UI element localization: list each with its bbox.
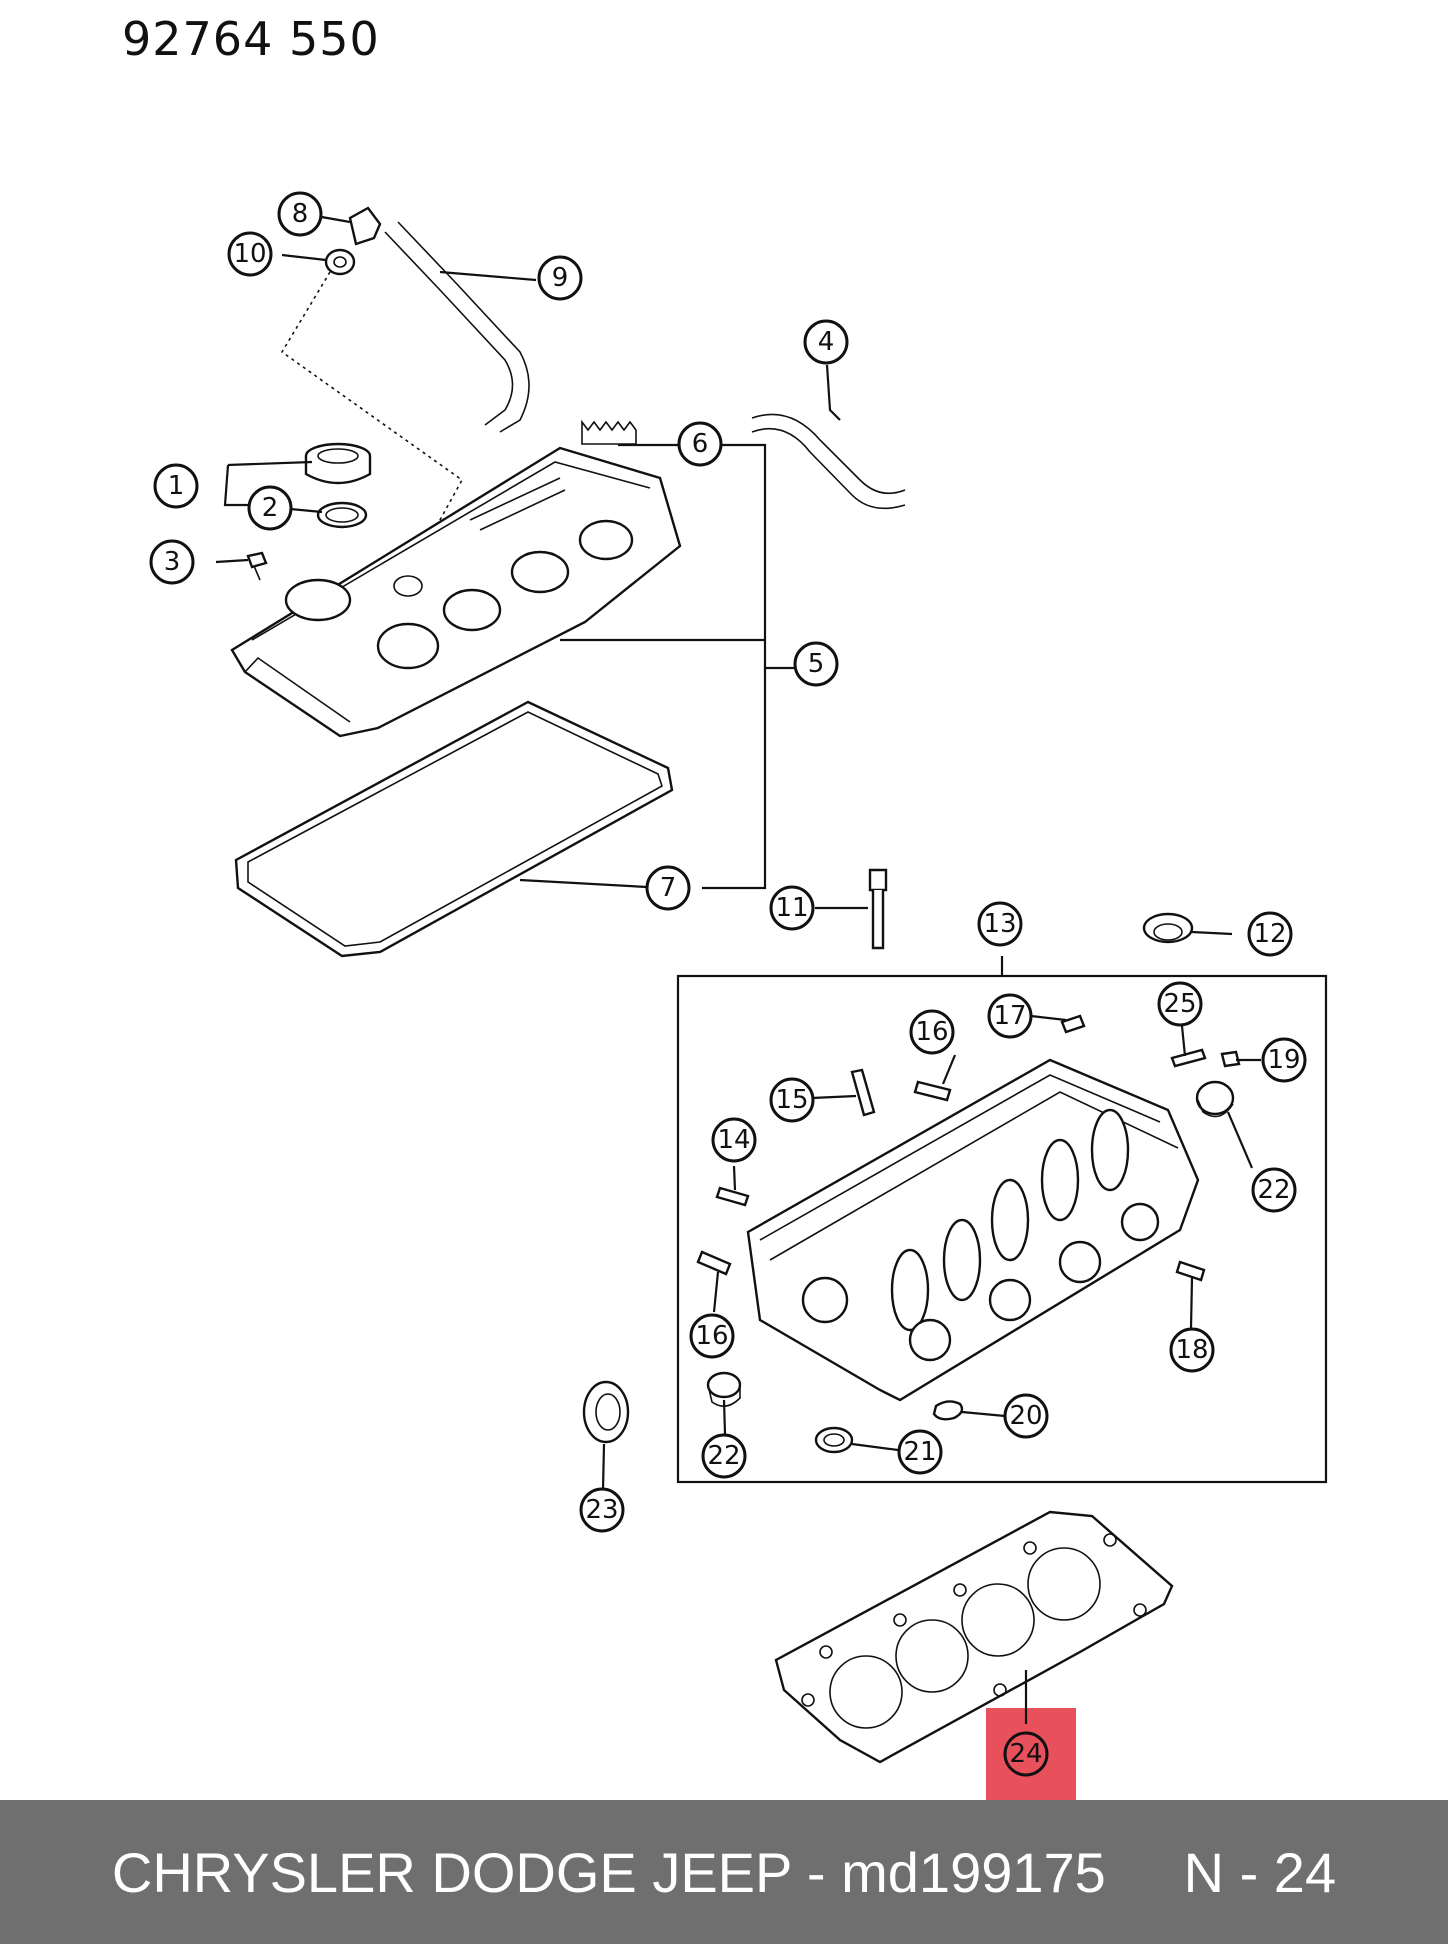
callout-19[interactable]: 19 [1261, 1037, 1307, 1083]
callout-4[interactable]: 4 [803, 319, 849, 365]
callout-16-upper[interactable]: 16 [909, 1009, 955, 1055]
svg-text:21: 21 [903, 1437, 936, 1467]
callout-9[interactable]: 9 [537, 255, 583, 301]
callout-7[interactable]: 7 [645, 865, 691, 911]
callout-22-left[interactable]: 22 [701, 1433, 747, 1479]
svg-text:2: 2 [262, 493, 279, 523]
callout-21[interactable]: 21 [897, 1429, 943, 1475]
callout-15[interactable]: 15 [769, 1077, 815, 1123]
callout-5[interactable]: 5 [793, 641, 839, 687]
cylinder-head-part [746, 1058, 1200, 1402]
svg-text:20: 20 [1009, 1401, 1042, 1431]
svg-text:14: 14 [717, 1125, 750, 1155]
svg-text:18: 18 [1175, 1335, 1208, 1365]
svg-text:23: 23 [585, 1495, 618, 1525]
dowel-pin-15-part [850, 1068, 876, 1117]
callout-11[interactable]: 11 [769, 885, 815, 931]
svg-text:12: 12 [1253, 919, 1286, 949]
plug-20-part [932, 1400, 964, 1421]
svg-text:16: 16 [695, 1321, 728, 1351]
ventilation-hose-part [751, 413, 906, 510]
filler-cap-gasket-part [316, 501, 368, 529]
valve-cover-gasket-part [234, 700, 674, 958]
svg-text:22: 22 [1257, 1175, 1290, 1205]
svg-text:1: 1 [168, 471, 185, 501]
svg-text:22: 22 [707, 1441, 740, 1471]
pin-14-part [715, 1186, 750, 1207]
highlight-box [986, 1708, 1076, 1800]
callout-3[interactable]: 3 [149, 539, 195, 585]
svg-text:8: 8 [292, 199, 309, 229]
pin-18-part [1175, 1260, 1206, 1282]
svg-text:19: 19 [1267, 1045, 1300, 1075]
callout-2[interactable]: 2 [247, 485, 293, 531]
footer-bar: CHRYSLER DODGE JEEP - md199175 N - 24 [0, 1800, 1448, 1944]
pcv-valve-part [348, 206, 382, 246]
pin-16-lower-part [696, 1250, 732, 1276]
svg-text:6: 6 [692, 429, 709, 459]
valve-cover-part [230, 446, 682, 738]
seal-22-left-part [706, 1371, 742, 1407]
callout-16-lower[interactable]: 16 [689, 1313, 735, 1359]
svg-text:3: 3 [164, 547, 181, 577]
grommet-part [324, 248, 356, 276]
callout-10[interactable]: 10 [227, 231, 273, 277]
callout-25[interactable]: 25 [1157, 981, 1203, 1027]
seal-21-part [814, 1426, 854, 1454]
diagram-reference-code: 92764 550 [122, 12, 380, 66]
head-gasket-part [774, 1510, 1174, 1764]
svg-text:7: 7 [660, 873, 677, 903]
callout-8[interactable]: 8 [277, 191, 323, 237]
pin-16-upper-part [913, 1080, 952, 1102]
svg-text:9: 9 [552, 263, 569, 293]
cam-plug-part [1142, 912, 1194, 944]
plug-19-part [1220, 1050, 1241, 1068]
oil-seal-23-part [582, 1380, 630, 1444]
footer-caption: CHRYSLER DODGE JEEP - md199175 N - 24 [111, 1840, 1337, 1904]
svg-text:4: 4 [818, 327, 835, 357]
callout-12[interactable]: 12 [1247, 911, 1293, 957]
breather-hose-part [384, 221, 530, 433]
callout-14[interactable]: 14 [711, 1117, 757, 1163]
pin-25-part [1170, 1048, 1207, 1068]
callout-18[interactable]: 18 [1169, 1327, 1215, 1373]
svg-text:25: 25 [1163, 989, 1196, 1019]
callout-13[interactable]: 13 [977, 901, 1023, 947]
oil-filler-cap-part [304, 442, 372, 485]
svg-text:10: 10 [233, 239, 266, 269]
seal-22-right-part [1195, 1080, 1235, 1118]
callout-6[interactable]: 6 [677, 421, 723, 467]
svg-text:11: 11 [775, 893, 808, 923]
exploded-parts-diagram: 1 2 3 4 5 6 7 8 9 10 11 12 13 14 15 16 1… [149, 191, 1328, 1800]
svg-text:5: 5 [808, 649, 825, 679]
svg-text:24: 24 [1009, 1739, 1042, 1769]
callout-1[interactable]: 1 [153, 463, 199, 509]
svg-text:17: 17 [993, 1001, 1026, 1031]
head-bolt-part [868, 868, 888, 950]
callout-22-right[interactable]: 22 [1251, 1167, 1297, 1213]
svg-text:13: 13 [983, 909, 1016, 939]
svg-text:16: 16 [915, 1017, 948, 1047]
callout-17[interactable]: 17 [987, 993, 1033, 1039]
baffle-plate-part [581, 419, 637, 445]
callout-24[interactable]: 24 [1003, 1731, 1049, 1777]
callout-20[interactable]: 20 [1003, 1393, 1049, 1439]
callout-23[interactable]: 23 [579, 1487, 625, 1533]
plug-17-part [1060, 1014, 1086, 1034]
cover-bolt-part [246, 551, 268, 581]
svg-text:15: 15 [775, 1085, 808, 1115]
